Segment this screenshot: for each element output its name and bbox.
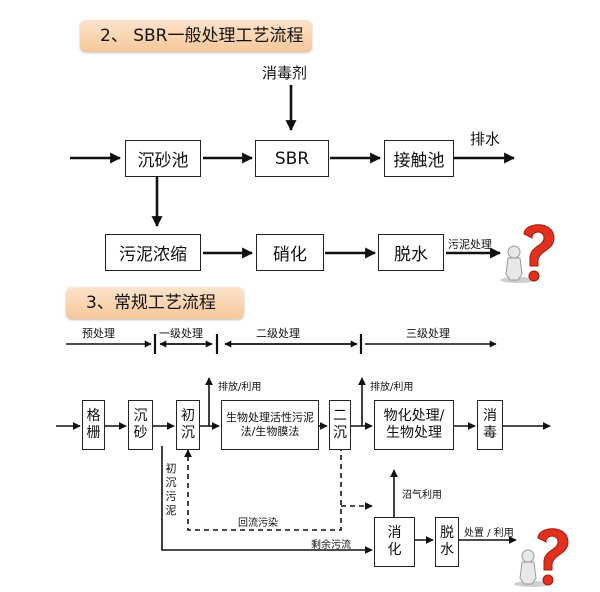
contact-tank-label: 接触池 bbox=[393, 151, 445, 171]
disinfection-char-1: 消 bbox=[483, 408, 497, 424]
bio-treatment-box: 生物处理活性污泥法/生物膜法 bbox=[221, 400, 319, 450]
secondary-clarifier-box: 二 沉 bbox=[329, 400, 351, 450]
screen-char-2: 栅 bbox=[86, 425, 101, 441]
stage-secondary-label: 二级处理 bbox=[256, 327, 300, 340]
dewatering-label: 脱水 bbox=[394, 245, 428, 265]
disinfection-box: 消 毒 bbox=[477, 400, 503, 450]
digestion2-char-1: 消 bbox=[387, 525, 402, 541]
excess-sludge-label: 剩余污流 bbox=[311, 540, 351, 551]
sbr-label: SBR bbox=[274, 148, 310, 169]
digestion-label: 硝化 bbox=[273, 245, 307, 265]
sludge-thickening-box: 污泥浓缩 bbox=[105, 234, 201, 271]
dewatering2-char-2: 水 bbox=[440, 542, 454, 558]
screen-char-1: 格 bbox=[86, 408, 101, 424]
disposal-use-label: 处置 / 利用 bbox=[464, 528, 514, 539]
question-mark-figure-icon bbox=[514, 528, 569, 587]
primary-char-2: 沉 bbox=[181, 425, 195, 441]
primary-sludge-char-2: 沉 bbox=[165, 476, 177, 489]
section2-title: 3、常规工艺流程 bbox=[86, 293, 216, 313]
primary-sludge-char-3: 污 bbox=[165, 490, 177, 503]
primary-sludge-label: 初 沉 污 泥 bbox=[164, 462, 178, 518]
secondary-char-2: 沉 bbox=[333, 425, 347, 441]
grit-chamber-label: 沉砂池 bbox=[137, 151, 189, 171]
bio-treatment-label: 生物处理活性污泥法/生物膜法 bbox=[226, 411, 314, 438]
sludge-thickening-label: 污泥浓缩 bbox=[119, 245, 187, 265]
question-mark-figure-icon bbox=[500, 224, 555, 283]
physchem-label: 物化处理/生物处理 bbox=[383, 408, 445, 441]
discharge-use-label-2: 排放/利用 bbox=[370, 382, 414, 393]
screen-box: 格 栅 bbox=[82, 400, 105, 450]
biogas-use-label: 沼气利用 bbox=[402, 490, 442, 501]
primary-char-1: 初 bbox=[181, 408, 195, 424]
discharge-use-label-1: 排放/利用 bbox=[218, 382, 262, 393]
discharge-label: 排水 bbox=[470, 130, 501, 148]
dewatering-box: 脱水 bbox=[378, 234, 444, 271]
grit-char-1: 沉 bbox=[133, 408, 148, 424]
sludge-disposal-label: 污泥处理 bbox=[448, 238, 492, 251]
contact-tank-box: 接触池 bbox=[384, 140, 454, 177]
secondary-char-1: 二 bbox=[333, 408, 347, 424]
digestion2-box: 消 化 bbox=[374, 517, 415, 567]
sbr-box: SBR bbox=[255, 140, 329, 177]
section2-banner: 3、常规工艺流程 bbox=[66, 287, 244, 319]
grit-chamber-box: 沉砂池 bbox=[125, 140, 201, 177]
stage-pretreatment-label: 预处理 bbox=[82, 327, 115, 340]
grit-box: 沉 砂 bbox=[128, 400, 153, 450]
primary-sludge-char-1: 初 bbox=[165, 462, 177, 475]
section1-title: 2、 SBR一般处理工艺流程 bbox=[100, 26, 304, 46]
disinfection-char-2: 毒 bbox=[483, 425, 497, 441]
stage-primary-label: 一级处理 bbox=[159, 327, 203, 340]
return-sludge-label: 回流污染 bbox=[238, 518, 278, 529]
section1-banner: 2、 SBR一般处理工艺流程 bbox=[80, 20, 312, 52]
physchem-box: 物化处理/生物处理 bbox=[374, 400, 454, 450]
primary-clarifier-box: 初 沉 bbox=[176, 400, 200, 450]
dewatering2-char-1: 脱 bbox=[440, 525, 454, 541]
primary-sludge-char-4: 泥 bbox=[165, 504, 177, 517]
digestion-box: 硝化 bbox=[256, 234, 324, 271]
stage-tertiary-label: 三级处理 bbox=[406, 327, 450, 340]
digestion2-char-2: 化 bbox=[387, 542, 402, 558]
dewatering2-box: 脱 水 bbox=[435, 517, 459, 567]
disinfectant-label: 消毒剂 bbox=[262, 64, 308, 82]
grit-char-2: 砂 bbox=[133, 425, 148, 441]
